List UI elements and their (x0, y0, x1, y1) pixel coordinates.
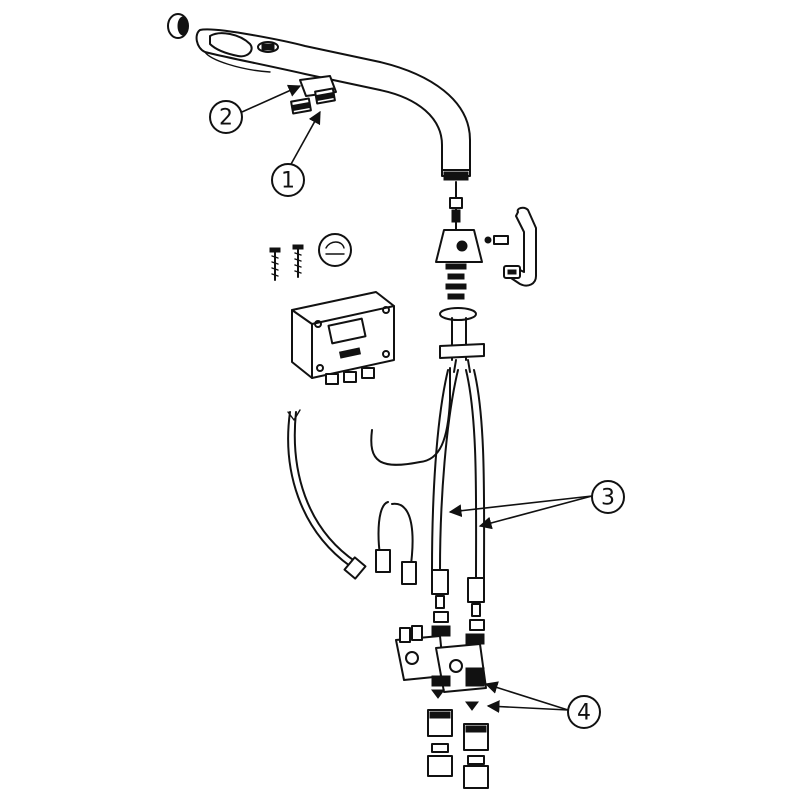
handle-lever (503, 206, 537, 287)
control-box (291, 291, 395, 385)
callout-3-label: 3 (601, 486, 615, 511)
solenoid-valves (395, 611, 487, 711)
faucet-spout (195, 28, 471, 181)
callout-4: 4 (567, 695, 601, 729)
sensor-parts (290, 75, 337, 115)
callout-1-label: 1 (281, 169, 295, 194)
callout-2-label: 2 (219, 106, 233, 131)
callout-3: 3 (591, 480, 625, 514)
faucet-base (435, 181, 485, 373)
aerator-cap (167, 13, 189, 39)
callout-2: 2 (209, 100, 243, 134)
callout-1: 1 (271, 163, 305, 197)
label-disc (318, 233, 352, 267)
callout-4-label: 4 (577, 701, 591, 726)
compression-fittings (427, 709, 489, 789)
mounting-screws (269, 244, 304, 281)
cables (287, 367, 451, 585)
supply-hoses (431, 369, 486, 617)
set-screw (484, 235, 509, 245)
callout-leaders (241, 84, 593, 713)
